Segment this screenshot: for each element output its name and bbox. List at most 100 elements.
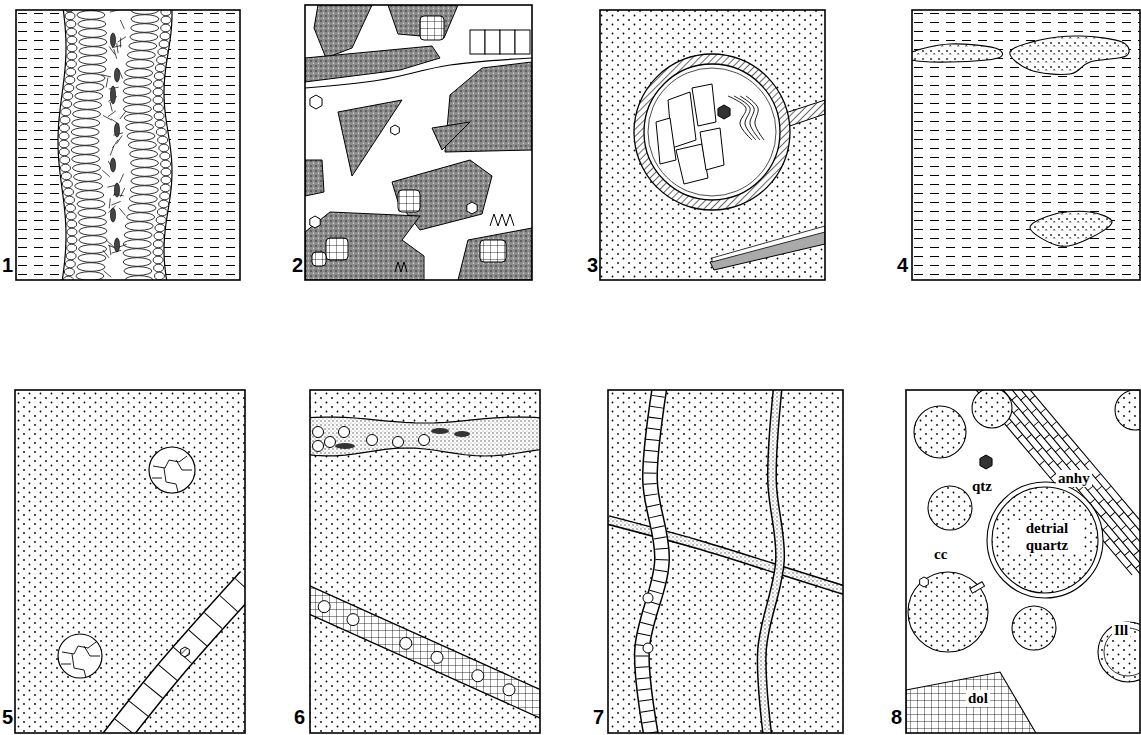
- sketch-shape: [124, 114, 152, 123]
- panel-number: 5: [2, 706, 13, 728]
- sketch-shape: [912, 44, 1002, 62]
- sketch-shape: [906, 672, 1040, 733]
- sketch-shape: [338, 100, 402, 176]
- thin-section-sketch: [906, 390, 1140, 733]
- sketch-shape: [762, 390, 780, 733]
- sketch-shape: [980, 455, 992, 469]
- sketch-shape: [608, 520, 843, 592]
- sketch-shape: [62, 100, 72, 108]
- sketch-shape: [153, 248, 163, 256]
- sketch-shape: [305, 212, 424, 280]
- sketch-shape: [503, 684, 515, 696]
- sketch-shape: [66, 212, 76, 220]
- sketch-shape: [130, 33, 158, 42]
- sketch-shape: [1012, 606, 1056, 650]
- sketch-shape: [393, 437, 404, 448]
- sketch-shape: [313, 441, 324, 452]
- panel-frame: [16, 10, 240, 280]
- sketch-shape: [61, 642, 100, 678]
- sketch-shape: [128, 141, 156, 150]
- sketch-shape: [157, 208, 167, 216]
- sketch-shape: [110, 158, 115, 172]
- panel-number: 2: [292, 254, 303, 276]
- sketch-shape: [158, 48, 168, 56]
- panel-frame: [912, 10, 1140, 280]
- sketch-shape: [155, 224, 165, 232]
- sketch-shape: [106, 78, 108, 88]
- panel-frame: [15, 390, 245, 733]
- sketch-shape: [458, 228, 532, 280]
- sketch-shape: [110, 33, 115, 47]
- sketch-shape: [71, 128, 99, 137]
- sketch-shape: [67, 236, 77, 244]
- sketch-shape: [131, 24, 159, 33]
- sketch-shape: [125, 222, 153, 231]
- sketch-shape: [642, 390, 662, 733]
- sketch-shape: [914, 406, 966, 458]
- sketch-shape: [152, 456, 192, 492]
- sketch-shape: [634, 54, 790, 210]
- sketch-shape: [161, 10, 171, 16]
- sketch-shape: [130, 186, 158, 195]
- sketch-shape: [326, 238, 348, 260]
- sketch-shape: [120, 111, 126, 119]
- sketch-shape: [67, 244, 77, 252]
- sketch-shape: [123, 96, 151, 105]
- sketch-shape: [72, 164, 100, 173]
- sketch-shape: [347, 614, 359, 626]
- sketch-shape: [101, 75, 111, 77]
- sketch-shape: [62, 180, 72, 188]
- sketch-shape: [65, 76, 75, 84]
- mineral-label: cc: [932, 546, 949, 563]
- sketch-shape: [72, 155, 100, 164]
- panel-number: 1: [2, 254, 13, 276]
- sketch-shape: [312, 252, 326, 266]
- sketch-shape: [154, 80, 164, 88]
- sketch-shape: [72, 119, 100, 128]
- sketch-shape: [131, 168, 159, 177]
- sketch-shape: [124, 78, 152, 87]
- sketch-shape: [114, 183, 119, 197]
- sketch-shape: [608, 520, 843, 592]
- sketch-shape: [740, 96, 760, 140]
- sketch-shape: [154, 112, 164, 120]
- sketch-shape: [128, 204, 156, 213]
- sketch-shape: [110, 146, 114, 155]
- sketch-shape: [318, 601, 330, 613]
- sketch-shape: [104, 271, 112, 277]
- sketch-shape: [15, 390, 245, 733]
- sketch-shape: [431, 428, 449, 434]
- sketch-shape: [110, 208, 115, 222]
- sketch-shape: [746, 96, 764, 140]
- sketch-shape: [119, 174, 123, 183]
- sketch-shape: [118, 37, 126, 42]
- thin-section-sketch: [912, 10, 1140, 280]
- sketch-shape: [994, 390, 1140, 575]
- sketch-shape: [734, 96, 756, 140]
- sketch-shape: [161, 168, 171, 176]
- sketch-shape: [67, 28, 77, 36]
- sketch-shape: [155, 64, 165, 72]
- sketch-shape: [160, 192, 170, 200]
- sketch-shape: [160, 32, 170, 40]
- sketch-shape: [77, 263, 105, 272]
- sketch-shape: [908, 572, 988, 652]
- sketch-shape: [158, 136, 168, 144]
- sketch-shape: [160, 184, 170, 192]
- sketch-shape: [1098, 622, 1140, 682]
- sketch-shape: [992, 487, 1098, 593]
- sketch-shape: [103, 115, 112, 120]
- sketch-shape: [58, 10, 172, 280]
- sketch-shape: [76, 272, 104, 280]
- sketch-shape: [156, 216, 166, 224]
- sketch-shape: [59, 132, 69, 140]
- sketch-shape: [161, 176, 171, 184]
- sketch-shape: [78, 65, 106, 74]
- sketch-shape: [125, 69, 153, 78]
- sketch-shape: [64, 196, 74, 204]
- sketch-shape: [367, 435, 378, 446]
- sketch-shape: [59, 140, 69, 148]
- sketch-shape: [314, 5, 372, 58]
